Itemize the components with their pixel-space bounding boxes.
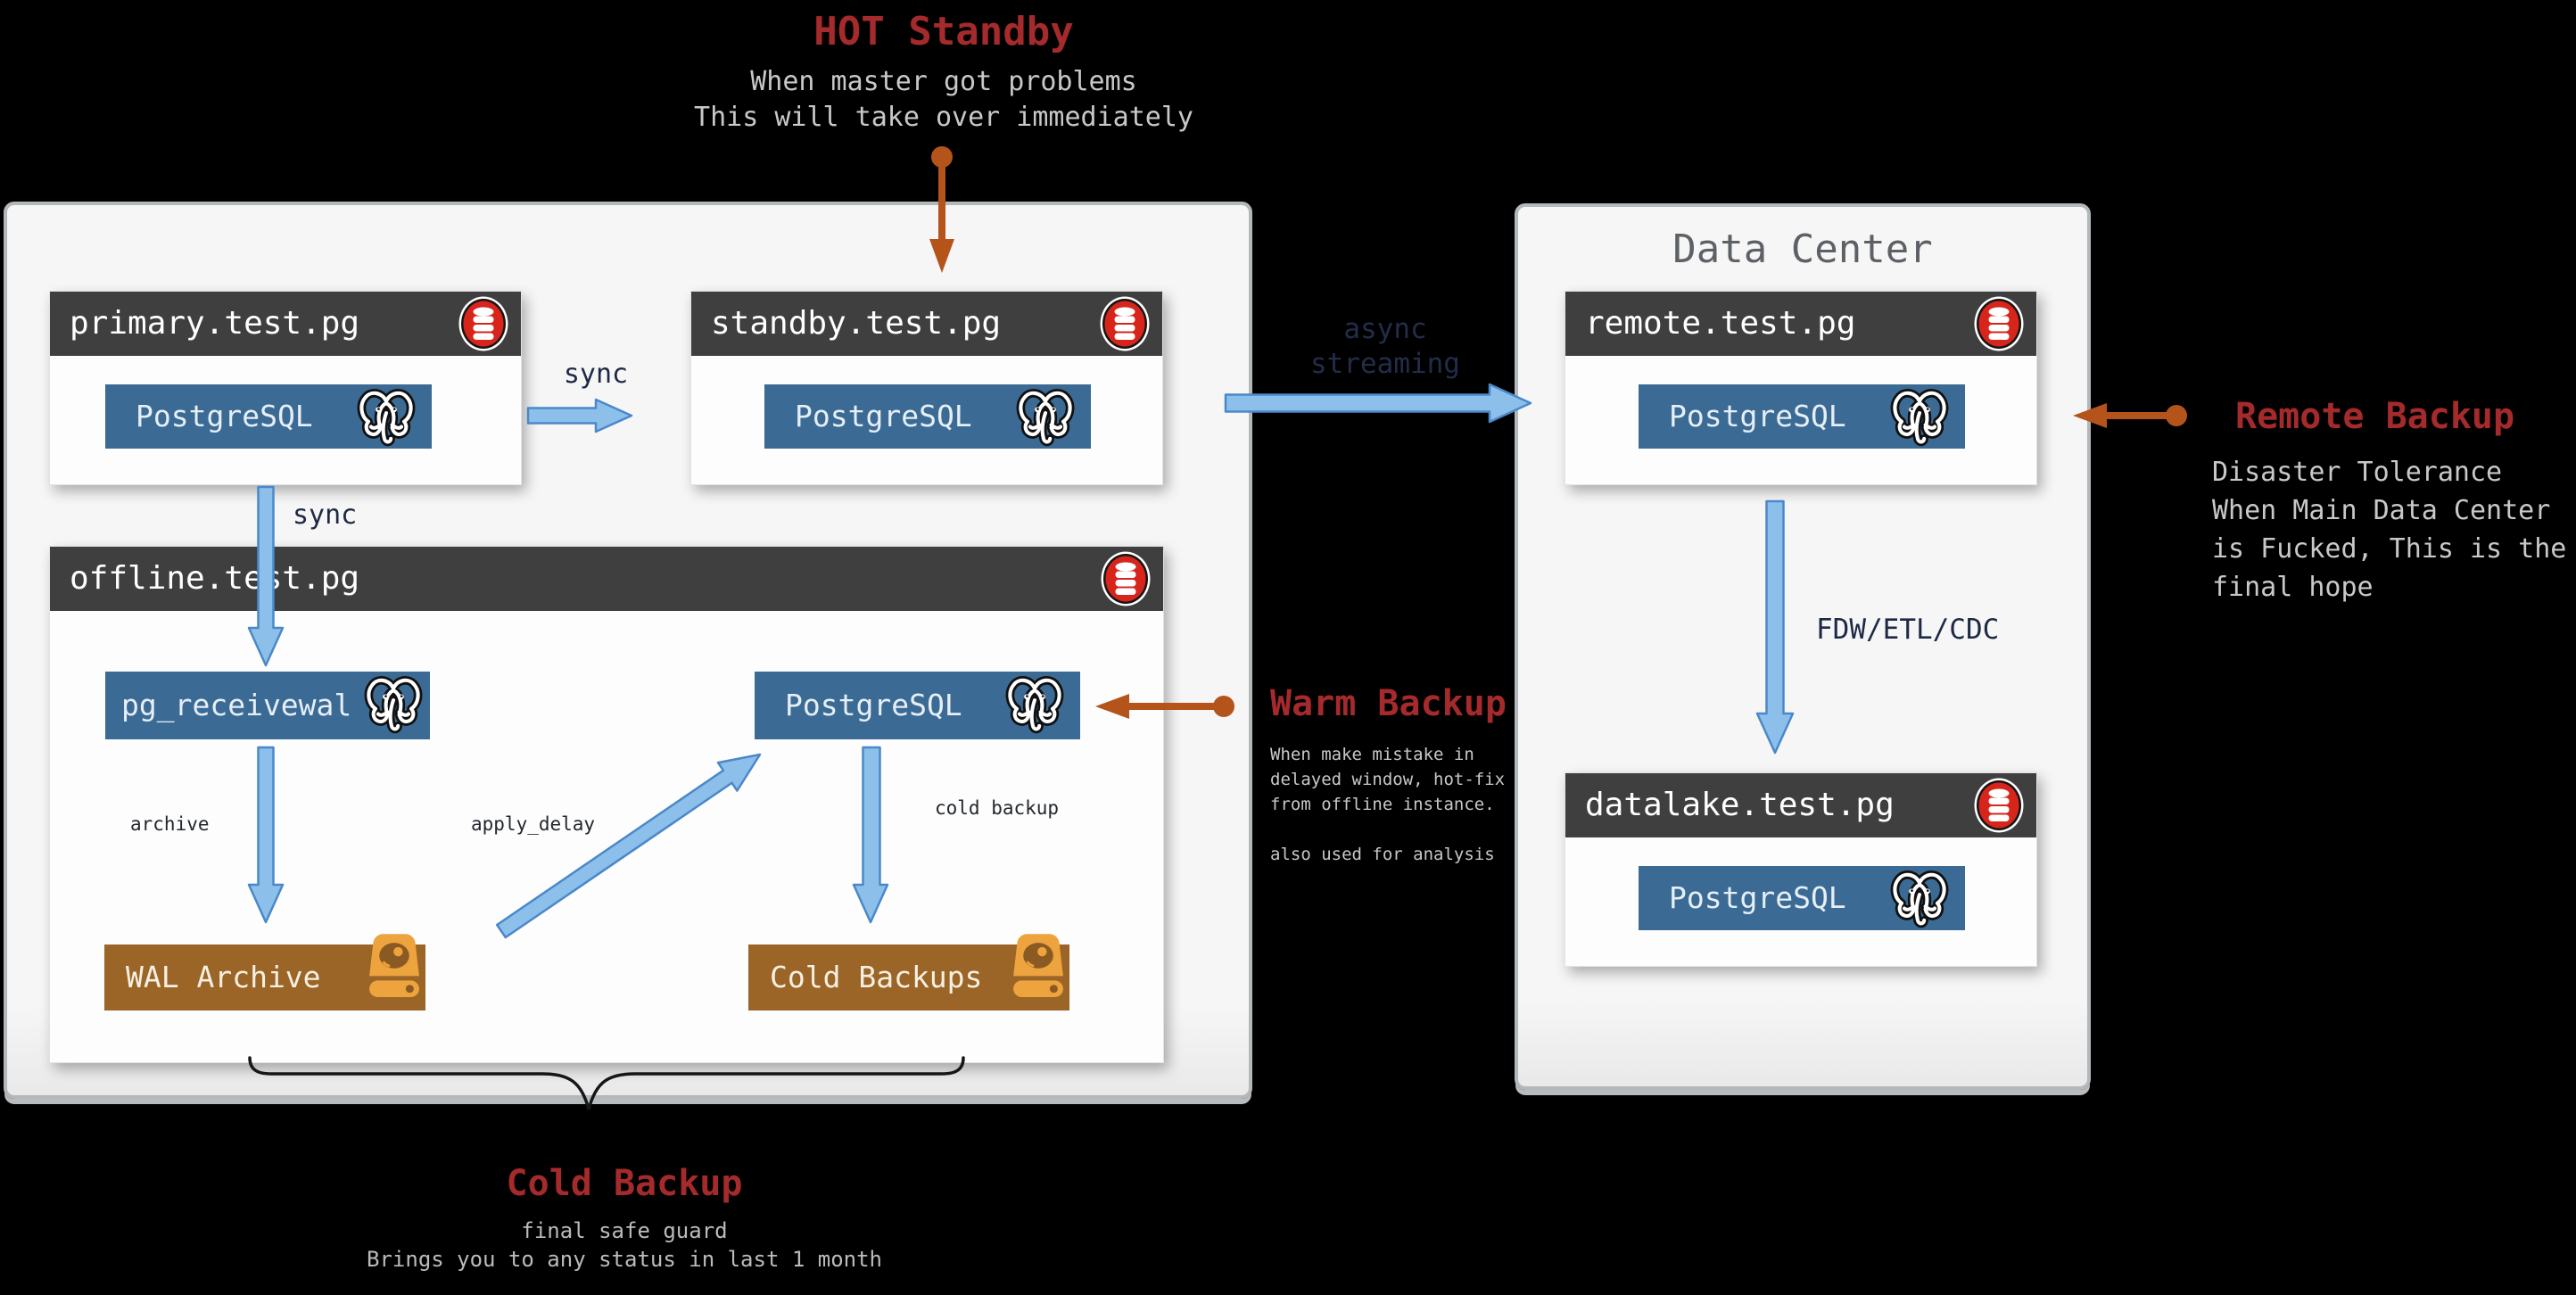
apply-delay-arrow bbox=[495, 753, 762, 939]
cold-backup-line: Brings you to any status in last 1 month bbox=[367, 1247, 882, 1272]
node-primary-title: primary.test.pg bbox=[70, 305, 360, 342]
standby-postgresql-box: PostgreSQL bbox=[764, 384, 1091, 449]
sync-arrow-primary-to-standby bbox=[526, 398, 633, 433]
node-remote-title: remote.test.pg bbox=[1585, 305, 1856, 342]
warm-backup-title: Warm Backup bbox=[1270, 683, 1507, 724]
warm-backup-line: delayed window, hot-fix bbox=[1270, 770, 1506, 789]
hot-standby-line: When master got problems bbox=[750, 66, 1137, 97]
warm-backup-annotation: Warm Backup When make mistake in delayed… bbox=[1270, 683, 1507, 867]
pg-receivewal-box: pg_receivewal bbox=[105, 672, 430, 739]
remote-backup-pointer-arrow bbox=[2073, 403, 2187, 428]
warm-backup-line: from offline instance. bbox=[1270, 795, 1495, 814]
hot-standby-line: This will take over immediately bbox=[694, 102, 1193, 133]
wal-archive-label: WAL Archive bbox=[126, 960, 321, 994]
cold-backup-line: final safe guard bbox=[521, 1218, 728, 1243]
node-primary: primary.test.pg PostgreSQL bbox=[49, 291, 522, 485]
wal-archive-box: WAL Archive bbox=[104, 944, 425, 1010]
warm-backup-line: When make mistake in bbox=[1270, 745, 1474, 764]
cold-backups-label: Cold Backups bbox=[770, 960, 983, 994]
cold-backups-box: Cold Backups bbox=[748, 944, 1069, 1010]
cold-backup-edge-label: cold backup bbox=[935, 797, 1060, 819]
cold-backup-arrow bbox=[852, 746, 889, 924]
apply-delay-label: apply_delay bbox=[471, 813, 596, 835]
node-offline-title: offline.test.pg bbox=[70, 560, 360, 597]
offline-postgresql-box: PostgreSQL bbox=[755, 672, 1080, 739]
hot-standby-title: HOT Standby bbox=[813, 9, 1074, 54]
warm-backup-line: also used for analysis bbox=[1270, 845, 1495, 864]
cold-backup-annotation: Cold Backup final safe guard Brings you … bbox=[357, 1163, 892, 1274]
hot-standby-annotation: HOT Standby When master got problems Thi… bbox=[676, 7, 1211, 136]
node-offline-header: offline.test.pg bbox=[50, 547, 1163, 611]
remote-backup-annotation: Remote Backup Disaster Tolerance When Ma… bbox=[2212, 396, 2566, 606]
remote-backup-title: Remote Backup bbox=[2235, 396, 2515, 437]
primary-postgresql-box: PostgreSQL bbox=[105, 384, 432, 449]
node-remote-header: remote.test.pg bbox=[1565, 292, 2036, 356]
datalake-postgresql-label: PostgreSQL bbox=[1669, 880, 1846, 915]
primary-postgresql-label: PostgreSQL bbox=[136, 399, 313, 433]
cold-backup-brace bbox=[248, 1056, 965, 1116]
sync-label-vertical: sync bbox=[293, 499, 358, 531]
remote-postgresql-label: PostgreSQL bbox=[1669, 399, 1846, 433]
async-label-line: async bbox=[1343, 313, 1427, 345]
node-remote: remote.test.pg PostgreSQL bbox=[1565, 291, 2037, 485]
remote-backup-line: final hope bbox=[2212, 572, 2374, 603]
sync-arrow-primary-to-offline bbox=[247, 485, 285, 667]
remote-postgresql-box: PostgreSQL bbox=[1639, 384, 1965, 449]
warm-backup-description: When make mistake in delayed window, hot… bbox=[1270, 742, 1507, 867]
warm-backup-pointer-arrow bbox=[1095, 694, 1234, 719]
cold-backup-description: final safe guard Brings you to any statu… bbox=[357, 1217, 892, 1274]
remote-backup-line: Disaster Tolerance bbox=[2212, 457, 2503, 488]
archive-arrow bbox=[247, 746, 285, 924]
node-primary-header: primary.test.pg bbox=[50, 292, 521, 356]
hot-standby-pointer-arrow bbox=[929, 146, 954, 273]
node-offline: offline.test.pg pg_receivewal PostgreSQL… bbox=[49, 546, 1164, 1063]
data-center-title: Data Center bbox=[1672, 227, 1933, 272]
cold-backup-title: Cold Backup bbox=[506, 1163, 743, 1204]
remote-backup-line: is Fucked, This is the bbox=[2212, 533, 2567, 565]
fdw-etl-cdc-arrow bbox=[1755, 499, 1795, 755]
node-datalake: datalake.test.pg PostgreSQL bbox=[1565, 772, 2037, 967]
node-standby: standby.test.pg PostgreSQL bbox=[690, 291, 1163, 485]
offline-postgresql-label: PostgreSQL bbox=[785, 688, 962, 722]
node-standby-title: standby.test.pg bbox=[711, 305, 1002, 342]
fdw-etl-cdc-label: FDW/ETL/CDC bbox=[1816, 614, 2000, 646]
node-datalake-title: datalake.test.pg bbox=[1585, 787, 1895, 823]
sync-label-horizontal: sync bbox=[563, 359, 629, 390]
remote-backup-line: When Main Data Center bbox=[2212, 495, 2551, 526]
node-datalake-header: datalake.test.pg bbox=[1565, 773, 2036, 837]
async-streaming-arrow bbox=[1224, 383, 1532, 424]
archive-label: archive bbox=[130, 813, 210, 835]
hot-standby-description: When master got problems This will take … bbox=[676, 64, 1211, 136]
standby-postgresql-label: PostgreSQL bbox=[795, 399, 972, 433]
node-standby-header: standby.test.pg bbox=[691, 292, 1162, 356]
pg-receivewal-label: pg_receivewal bbox=[121, 688, 352, 722]
datalake-postgresql-box: PostgreSQL bbox=[1639, 866, 1965, 930]
async-label-line: streaming bbox=[1310, 348, 1460, 380]
async-streaming-label: async streaming bbox=[1251, 312, 1519, 382]
remote-backup-description: Disaster Tolerance When Main Data Center… bbox=[2212, 453, 2566, 606]
